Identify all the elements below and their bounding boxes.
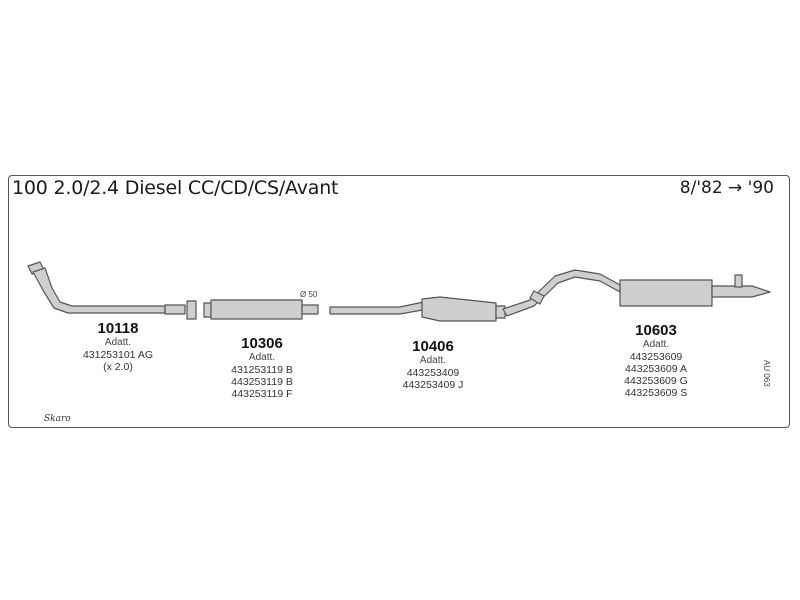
oem-code: (x 2.0) [103, 361, 133, 373]
pipe-diameter-label: Ø 50 [300, 290, 318, 299]
part-number: 10406 [412, 338, 454, 355]
intermediate-silencer-10406[interactable] [329, 296, 506, 322]
adatt-label: Adatt. [419, 355, 447, 366]
part-label-10406: 10406 Adatt. 443253409 443253409 J [363, 338, 503, 391]
oem-code: 443253119 F [231, 388, 293, 400]
part-number: 10306 [241, 335, 283, 352]
adatt-label: Adatt. [642, 339, 670, 350]
catalog-code: AU 063 [762, 360, 771, 387]
model-title: 100 2.0/2.4 Diesel CC/CD/CS/Avant [12, 177, 339, 199]
oem-code: 443253609 S [624, 387, 688, 399]
part-number: 10603 [635, 322, 677, 339]
diagram-frame [8, 175, 790, 428]
brand-logo: Skaro [44, 414, 71, 424]
adatt-label: Adatt. [104, 337, 132, 348]
front-pipe-10118[interactable] [27, 261, 197, 320]
middle-silencer-10306[interactable] [203, 299, 319, 320]
part-label-10603: 10603 Adatt. 443253609 443253609 A 44325… [586, 322, 726, 399]
oem-code: 443253409 J [402, 379, 464, 391]
adatt-label: Adatt. [248, 352, 276, 363]
oem-code: 443253119 B [231, 376, 293, 388]
oem-code: 443253609 A [625, 363, 687, 375]
oem-code: 443253609 G [624, 375, 688, 387]
year-range: 8/'82 → '90 [679, 178, 774, 198]
part-number: 10118 [97, 320, 139, 337]
rear-silencer-10603[interactable] [502, 269, 771, 317]
oem-code: 431253119 B [231, 364, 293, 376]
part-label-10306: 10306 Adatt. 431253119 B 443253119 B 443… [192, 335, 332, 400]
oem-code: 443253609 [629, 351, 683, 363]
oem-code: 443253409 [406, 367, 460, 379]
part-label-10118: 10118 Adatt. 431253101 AG (x 2.0) [48, 320, 188, 373]
oem-code: 431253101 AG [82, 349, 154, 361]
